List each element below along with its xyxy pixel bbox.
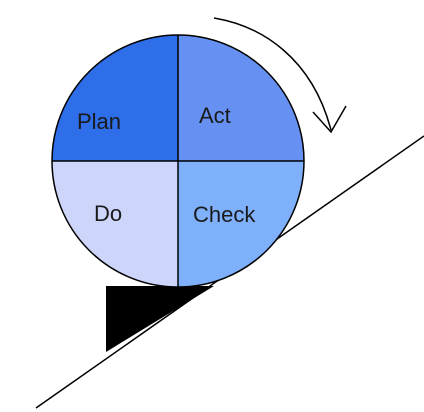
label-do: Do — [94, 201, 122, 226]
quadrant-act — [178, 35, 304, 161]
label-check: Check — [193, 202, 256, 227]
label-act: Act — [199, 103, 231, 128]
wheel-outline — [51, 34, 305, 288]
rotation-arrowhead — [312, 105, 347, 134]
label-plan: Plan — [77, 109, 121, 134]
rotation-arrow-curve — [213, 17, 332, 131]
stopper-wedge — [106, 286, 214, 352]
quadrant-plan — [52, 35, 178, 161]
